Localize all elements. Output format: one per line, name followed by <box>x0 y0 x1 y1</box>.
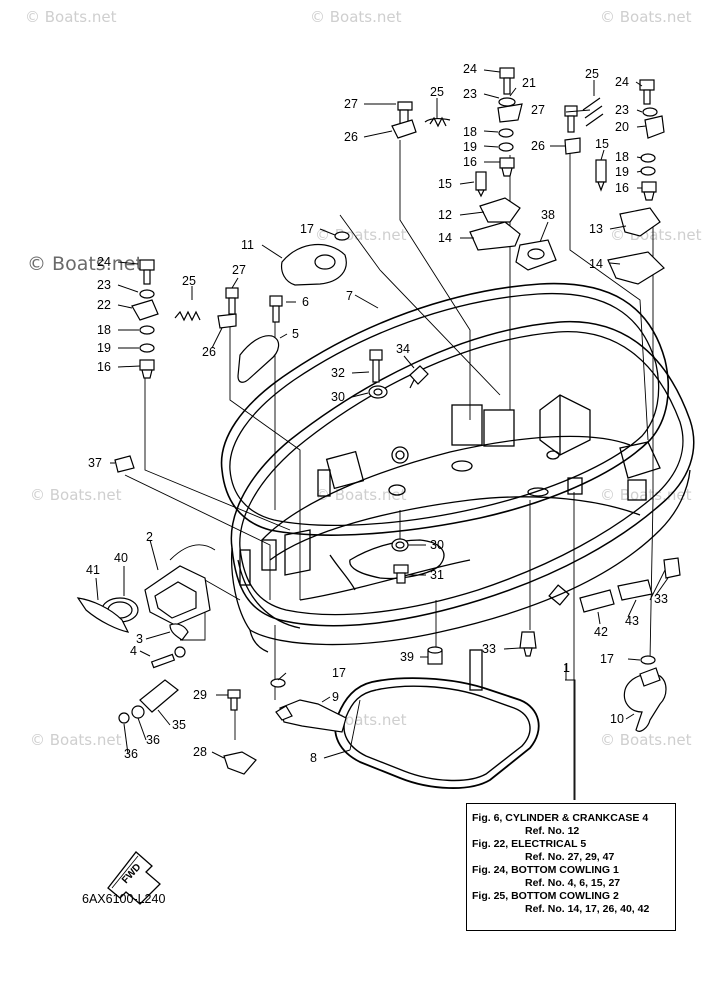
part-code: 6AX6100-L240 <box>82 892 165 906</box>
callout-17: 17 <box>300 222 314 236</box>
callout-43: 43 <box>625 614 639 628</box>
watermark: © Boats.net <box>25 8 117 26</box>
callout-16: 16 <box>463 155 477 169</box>
callout-26: 26 <box>531 139 545 153</box>
callout-29: 29 <box>193 688 207 702</box>
callout-numbers: 24 21 23 25 27 18 26 19 16 15 12 14 38 2… <box>86 62 668 765</box>
ref-bracket <box>565 679 576 800</box>
callout-27: 27 <box>344 97 358 111</box>
callout-26: 26 <box>344 130 358 144</box>
callout-3: 3 <box>136 632 143 646</box>
leader-lines <box>124 140 671 800</box>
callout-23: 23 <box>463 87 477 101</box>
callout-leaders <box>95 69 669 759</box>
callout-32: 32 <box>331 366 345 380</box>
ref-no-line: Ref. No. 27, 29, 47 <box>525 851 615 863</box>
callout-38: 38 <box>541 208 555 222</box>
watermark: © Boats.net <box>600 731 692 749</box>
faint-watermarks: © Boats.net © Boats.net © Boats.net © Bo… <box>25 8 702 749</box>
callout-40: 40 <box>114 551 128 565</box>
watermark: © Boats.net <box>30 486 122 504</box>
cross-reference-box: Fig. 6, CYLINDER & CRANKCASE 4 Ref. No. … <box>466 803 676 931</box>
callout-42: 42 <box>594 625 608 639</box>
ref-no-line: Ref. No. 12 <box>525 825 580 837</box>
callout-16: 16 <box>97 360 111 374</box>
callout-18: 18 <box>97 323 111 337</box>
ref-fig-line: Fig. 24, BOTTOM COWLING 1 <box>472 864 619 876</box>
callout-7: 7 <box>346 289 353 303</box>
callout-37: 37 <box>88 456 102 470</box>
watermark: © Boats.net <box>600 8 692 26</box>
callout-5: 5 <box>292 327 299 341</box>
fwd-arrow: FWD <box>107 851 161 905</box>
callout-26: 26 <box>202 345 216 359</box>
callout-21: 21 <box>522 76 536 90</box>
watermark: © Boats.net <box>310 8 402 26</box>
callout-25: 25 <box>585 67 599 81</box>
callout-11: 11 <box>241 238 254 252</box>
callout-33: 33 <box>482 642 496 656</box>
ref-no-line: Ref. No. 14, 17, 26, 40, 42 <box>525 903 650 915</box>
callout-27: 27 <box>232 263 246 277</box>
callout-16: 16 <box>615 181 629 195</box>
ref-fig-line: Fig. 6, CYLINDER & CRANKCASE 4 <box>472 812 649 824</box>
callout-25: 25 <box>182 274 196 288</box>
callout-18: 18 <box>463 125 477 139</box>
callout-30: 30 <box>331 390 345 404</box>
callout-24: 24 <box>97 255 111 269</box>
callout-6: 6 <box>302 295 309 309</box>
callout-13: 13 <box>589 222 603 236</box>
callout-23: 23 <box>615 103 629 117</box>
callout-41: 41 <box>86 563 100 577</box>
small-parts <box>76 67 681 775</box>
callout-23: 23 <box>97 278 111 292</box>
ref-no-line: Ref. No. 4, 6, 15, 27 <box>525 877 621 889</box>
callout-36: 36 <box>146 733 160 747</box>
callout-28: 28 <box>193 745 207 759</box>
callout-19: 19 <box>97 341 111 355</box>
callout-27: 27 <box>531 103 545 117</box>
callout-18: 18 <box>615 150 629 164</box>
callout-36: 36 <box>124 747 138 761</box>
callout-33: 33 <box>654 592 668 606</box>
callout-17: 17 <box>332 666 346 680</box>
callout-1: 1 <box>563 661 570 675</box>
callout-19: 19 <box>463 140 477 154</box>
callout-8: 8 <box>310 751 317 765</box>
callout-30: 30 <box>430 538 444 552</box>
watermark: © Boats.net <box>30 731 122 749</box>
callout-9: 9 <box>332 690 339 704</box>
callout-15: 15 <box>595 137 609 151</box>
callout-22: 22 <box>97 298 111 312</box>
callout-35: 35 <box>172 718 186 732</box>
ref-fig-line: Fig. 25, BOTTOM COWLING 2 <box>472 890 619 902</box>
callout-17: 17 <box>600 652 614 666</box>
callout-24: 24 <box>615 75 629 89</box>
callout-10: 10 <box>610 712 624 726</box>
callout-15: 15 <box>438 177 452 191</box>
watermark: © Boats.net <box>315 226 407 244</box>
bottom-cowling-body <box>230 320 695 691</box>
callout-31: 31 <box>430 568 444 582</box>
callout-2: 2 <box>146 530 153 544</box>
callout-39: 39 <box>400 650 414 664</box>
callout-12: 12 <box>438 208 452 222</box>
callout-19: 19 <box>615 165 629 179</box>
cowling-seal-gasket <box>220 282 670 536</box>
callout-24: 24 <box>463 62 477 76</box>
callout-25: 25 <box>430 85 444 99</box>
lower-seal-gasket <box>334 677 540 789</box>
callout-14: 14 <box>589 257 603 271</box>
watermark-main: © Boats.net <box>27 253 143 275</box>
callout-20: 20 <box>615 120 629 134</box>
callout-14: 14 <box>438 231 452 245</box>
callout-4: 4 <box>130 644 137 658</box>
callout-34: 34 <box>396 342 410 356</box>
ref-fig-line: Fig. 22, ELECTRICAL 5 <box>472 838 587 850</box>
